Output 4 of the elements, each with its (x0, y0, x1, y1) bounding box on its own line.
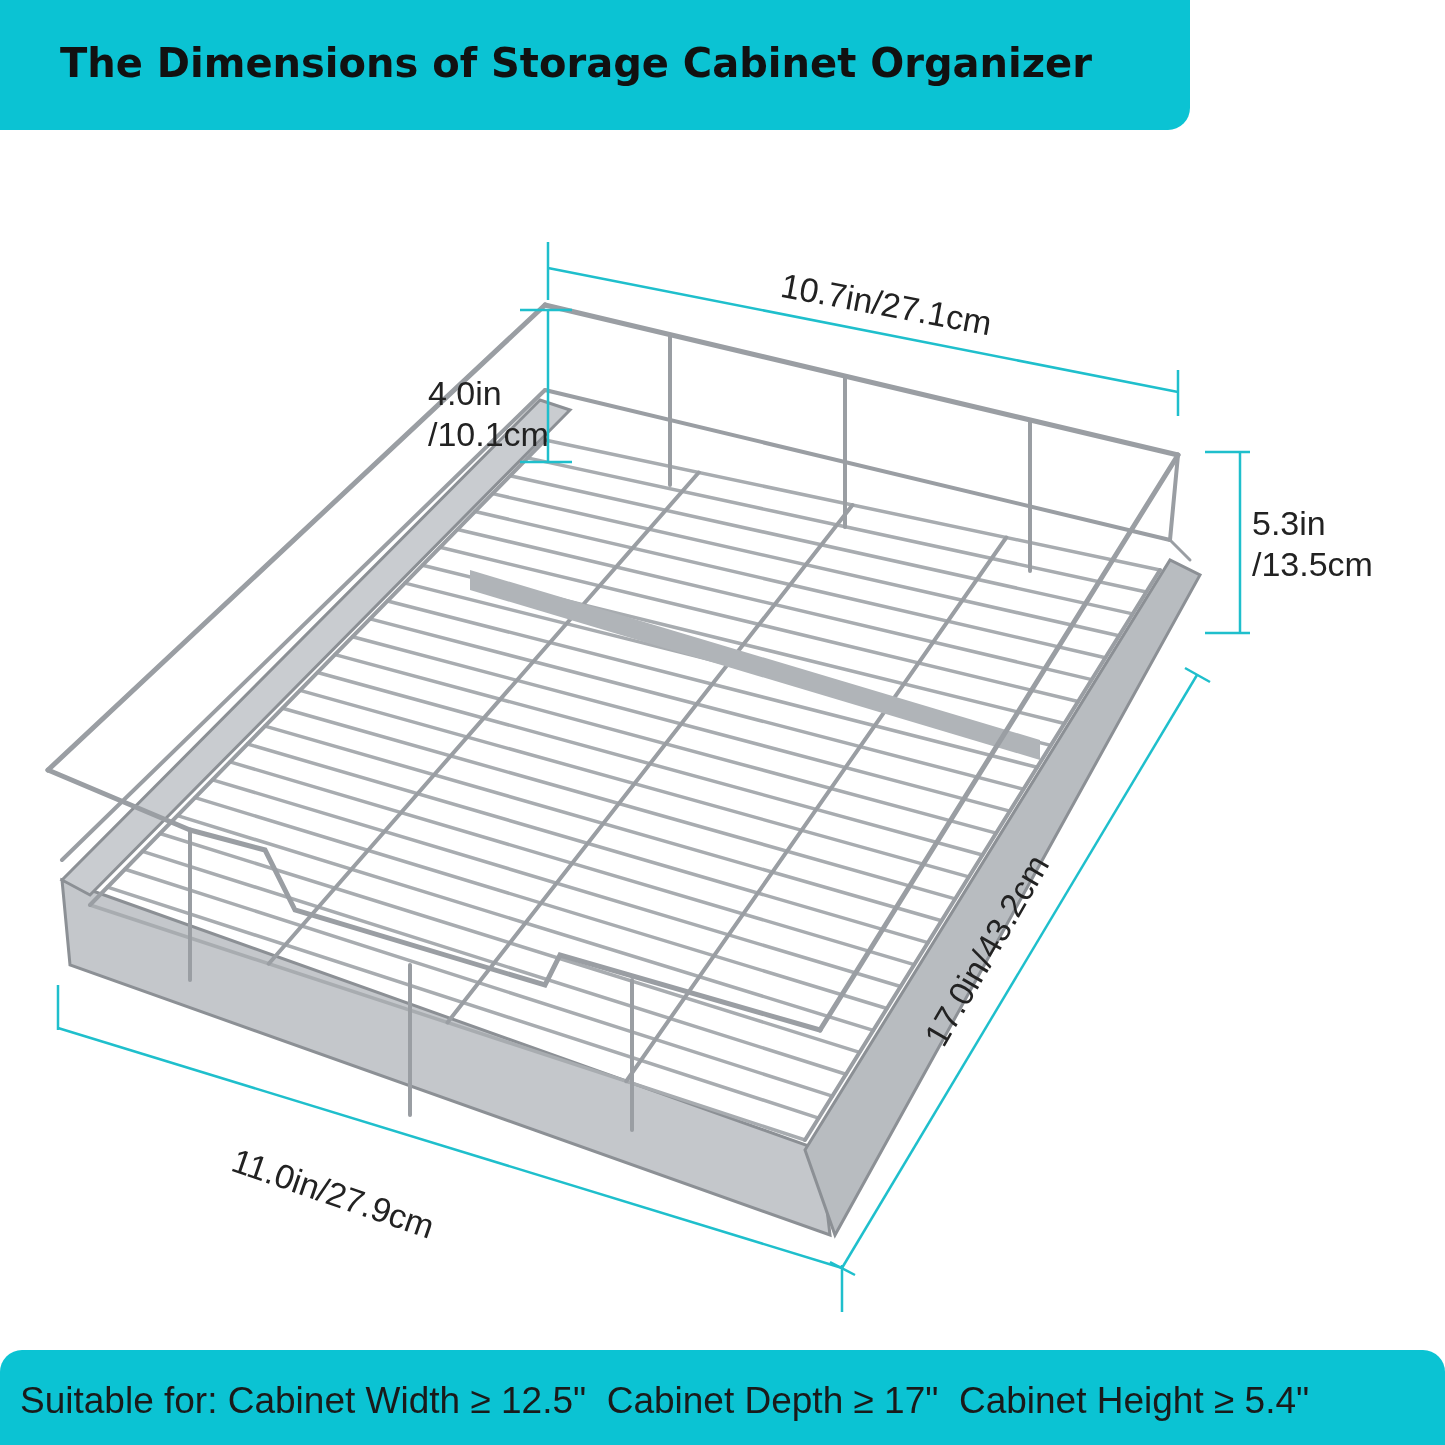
dimension-label: 5.3in /13.5cm (1252, 503, 1374, 585)
title: The Dimensions of Storage Cabinet Organizer (60, 40, 1092, 86)
dimension-label: 4.0in /10.1cm (428, 373, 550, 455)
caption: Suitable for: Cabinet Width ≥ 12.5" Cabinet Depth ≥ 17" Cabinet Height ≥ 5.4" (20, 1380, 1310, 1422)
